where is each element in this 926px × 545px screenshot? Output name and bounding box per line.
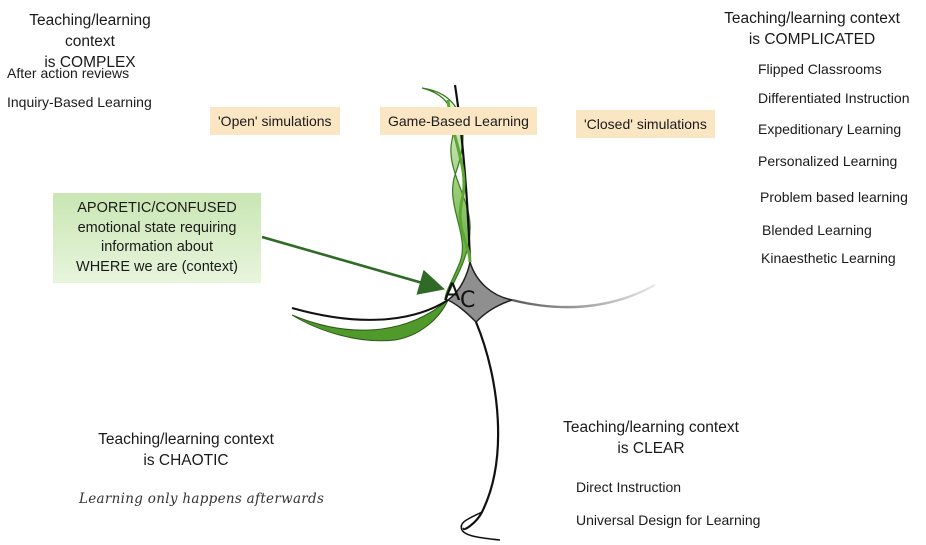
aporetic-line: information about <box>100 239 214 255</box>
complicated-item: Personalized Learning <box>758 153 898 169</box>
complex-heading-line2: is COMPLEX <box>44 54 136 71</box>
complicated-item: Kinaesthetic Learning <box>761 250 896 266</box>
green-ribbon <box>421 87 471 301</box>
center-label-c: C <box>460 288 476 313</box>
complicated-item: Expeditionary Learning <box>758 121 902 137</box>
aporetic-line: WHERE we are (context) <box>76 258 238 275</box>
complicated-item: Flipped Classrooms <box>758 61 882 77</box>
clear-heading-line1: Teaching/learning context <box>563 419 739 436</box>
chaotic-heading: Teaching/learning context is CHAOTIC <box>88 429 284 471</box>
aporetic-line: APORETIC/CONFUSED <box>77 200 237 216</box>
complicated-item: Differentiated Instruction <box>758 90 910 106</box>
complicated-heading-line2: is COMPLICATED <box>748 31 876 48</box>
tag-game-based-learning: Game-Based Learning <box>380 107 537 135</box>
center-label-a: A <box>444 278 461 306</box>
clear-heading-line2: is CLEAR <box>617 440 685 457</box>
tag-closed-simulations: 'Closed' simulations <box>576 110 715 138</box>
complicated-heading: Teaching/learning context is COMPLICATED <box>716 8 908 50</box>
aporetic-box: APORETIC/CONFUSED emotional state requir… <box>53 193 261 283</box>
clear-heading: Teaching/learning context is CLEAR <box>553 417 749 459</box>
boundary-left <box>291 299 449 321</box>
complicated-heading-line1: Teaching/learning context <box>724 10 900 27</box>
chaotic-heading-line2: is CHAOTIC <box>143 452 229 469</box>
tag-open-simulations: 'Open' simulations <box>210 107 340 135</box>
boundary-right <box>511 283 656 309</box>
complicated-item: Blended Learning <box>762 222 872 238</box>
boundary-top <box>453 84 472 263</box>
chaotic-heading-line1: Teaching/learning context <box>98 431 274 448</box>
complex-item: Inquiry-Based Learning <box>7 94 152 110</box>
chaotic-note: Learning only happens afterwards <box>79 491 325 507</box>
complex-heading: Teaching/learning context is COMPLEX <box>5 10 175 73</box>
green-sweep <box>291 299 449 342</box>
complex-heading-line1: Teaching/learning context <box>29 12 151 50</box>
complicated-item: Problem based learning <box>760 189 908 205</box>
complex-item: After action reviews <box>7 65 130 81</box>
arrow-to-center <box>261 235 445 295</box>
bottom-hook <box>460 511 501 541</box>
clear-item: Direct Instruction <box>576 479 682 495</box>
aporetic-line: emotional state requiring <box>77 219 237 236</box>
boundary-bottom <box>462 321 500 531</box>
clear-item: Universal Design for Learning <box>576 512 761 528</box>
